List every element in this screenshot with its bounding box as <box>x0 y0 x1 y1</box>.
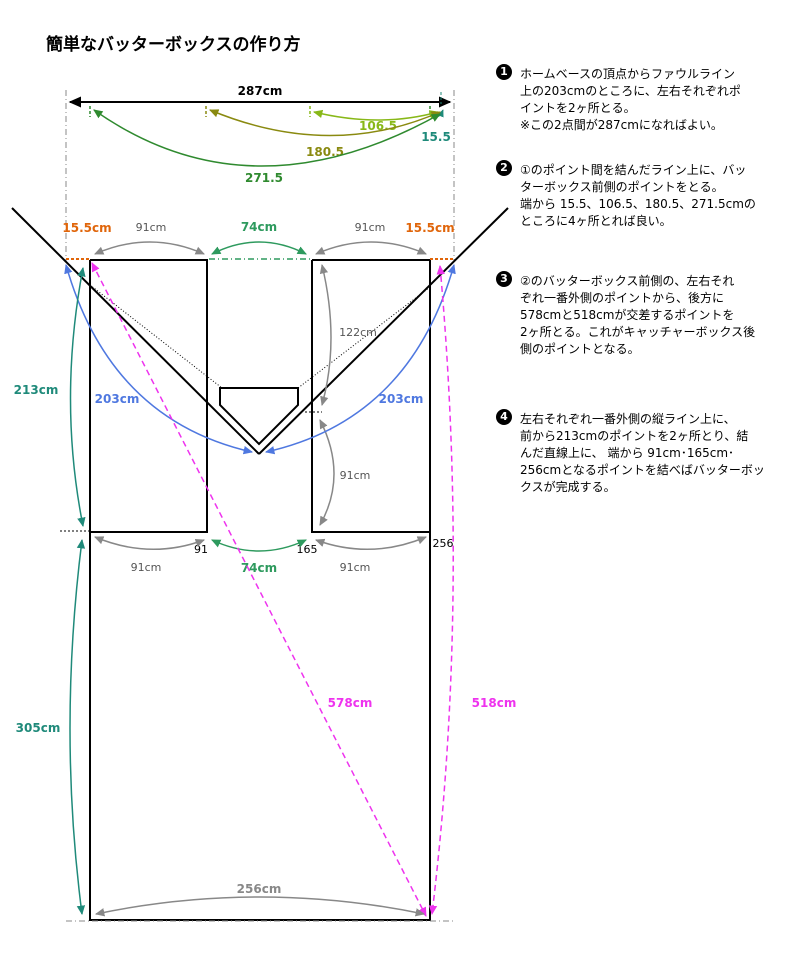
line-578 <box>91 262 427 917</box>
w91-bottom-right-label: 91cm <box>340 561 371 574</box>
step-number-1: 1 <box>496 64 512 80</box>
step-3: 3 ②のバッターボックス前側の、左右それ ぞれ一番外側のポイントから、後方に 5… <box>496 271 786 358</box>
step-4: 4 左右それぞれ一番外側の縦ライン上に、 前から213cmのポイントを2ヶ所とり… <box>496 409 786 496</box>
arc-74-top <box>211 241 307 255</box>
step-4-line: クスが完成する。 <box>520 480 616 494</box>
arc-518 <box>428 264 454 916</box>
arc-91-bottom-right <box>315 536 427 551</box>
diag203-left-label: 203cm <box>95 392 140 406</box>
step-3-line: ②のバッターボックス前側の、左右それ <box>520 274 735 288</box>
mark-165: 165 <box>297 543 318 556</box>
mark-91: 91 <box>194 543 208 556</box>
arc-203-right <box>264 263 456 455</box>
step-1-line: ※この2点間が287cmになればよい。 <box>520 118 723 132</box>
dim-287-label: 287cm <box>238 84 283 98</box>
step-1-line: ホームベースの頂点からファウルライン <box>520 67 736 81</box>
step-3-line: 2ヶ所とる。これがキャッチャーボックス後 <box>520 325 756 339</box>
w256-label: 256cm <box>237 882 282 896</box>
h305-label: 305cm <box>16 721 61 735</box>
d578-label: 578cm <box>328 696 373 710</box>
arc-305 <box>69 538 86 916</box>
arc-155-label: 15.5 <box>421 130 451 144</box>
catcher-box <box>89 532 431 921</box>
mark-256: 256 <box>433 537 454 550</box>
arc-271-label: 271.5 <box>245 171 283 185</box>
step-2-line: 端から 15.5、106.5、180.5、271.5cmの <box>520 197 756 211</box>
step-1-line: イントを2ヶ所とる。 <box>520 101 636 115</box>
step-2-line: ①のポイント間を結んだライン上に、バッ <box>520 163 747 177</box>
step-2-line: ところに4ヶ所とれば良い。 <box>520 214 672 228</box>
h213-label: 213cm <box>14 383 59 397</box>
step-4-line: 256cmとなるポイントを結べばバッターボッ <box>520 463 765 477</box>
step-1: 1 ホームベースの頂点からファウルライン 上の203cmのところに、左右それぞれ… <box>496 64 786 134</box>
arc-74-bottom <box>211 539 307 552</box>
diag203-right-label: 203cm <box>379 392 424 406</box>
offset-left-label: 15.5cm <box>62 221 111 235</box>
arc-213 <box>69 266 86 528</box>
h122-label: 122cm <box>339 326 377 339</box>
step-4-line: 前から213cmのポイントを2ヶ所とり、結 <box>520 429 749 443</box>
step-4-line: 左右それぞれ一番外側の縦ライン上に、 <box>520 412 736 426</box>
w91-top-right-label: 91cm <box>355 221 386 234</box>
arc-271 <box>93 109 441 167</box>
foul-line-left <box>11 207 260 455</box>
step-number-2: 2 <box>496 160 512 176</box>
foul-line-right <box>258 207 509 455</box>
arc-203-left <box>64 263 254 455</box>
arc-256 <box>94 896 426 917</box>
w74-top-label: 74cm <box>241 220 277 234</box>
step-1-line: 上の203cmのところに、左右それぞれポ <box>520 84 741 98</box>
page-title: 簡単なバッターボックスの作り方 <box>46 35 301 55</box>
step-3-line: 578cmと518cmが交差するポイントを <box>520 308 735 322</box>
arc-91-bottom-left <box>94 536 205 551</box>
d518-label: 518cm <box>472 696 517 710</box>
arc-180-label: 180.5 <box>306 145 344 159</box>
instructions: 1 ホームベースの頂点からファウルライン 上の203cmのところに、左右それぞれ… <box>496 64 786 496</box>
h91-label: 91cm <box>340 469 371 482</box>
w91-top-left-label: 91cm <box>136 221 167 234</box>
arc-91-top-left <box>94 241 205 255</box>
arc-91-vertical <box>319 419 335 526</box>
step-2: 2 ①のポイント間を結んだライン上に、バッ ターボックス前側のポイントをとる。 … <box>496 160 786 230</box>
step-3-line: 側のポイントとなる。 <box>520 342 640 356</box>
arc-91-top-right <box>315 241 427 255</box>
dotted-guide-left <box>89 284 223 389</box>
step-number-3: 3 <box>496 271 512 287</box>
home-plate <box>219 387 299 446</box>
w91-bottom-left-label: 91cm <box>131 561 162 574</box>
w74-bottom-label: 74cm <box>241 561 277 575</box>
step-2-line: ターボックス前側のポイントをとる。 <box>520 180 724 194</box>
step-4-line: んだ直線上に、 端から 91cm･165cm･ <box>520 446 735 460</box>
step-number-4: 4 <box>496 409 512 425</box>
offset-right-label: 15.5cm <box>405 221 454 235</box>
step-3-line: ぞれ一番外側のポイントから、後方に <box>520 291 725 305</box>
